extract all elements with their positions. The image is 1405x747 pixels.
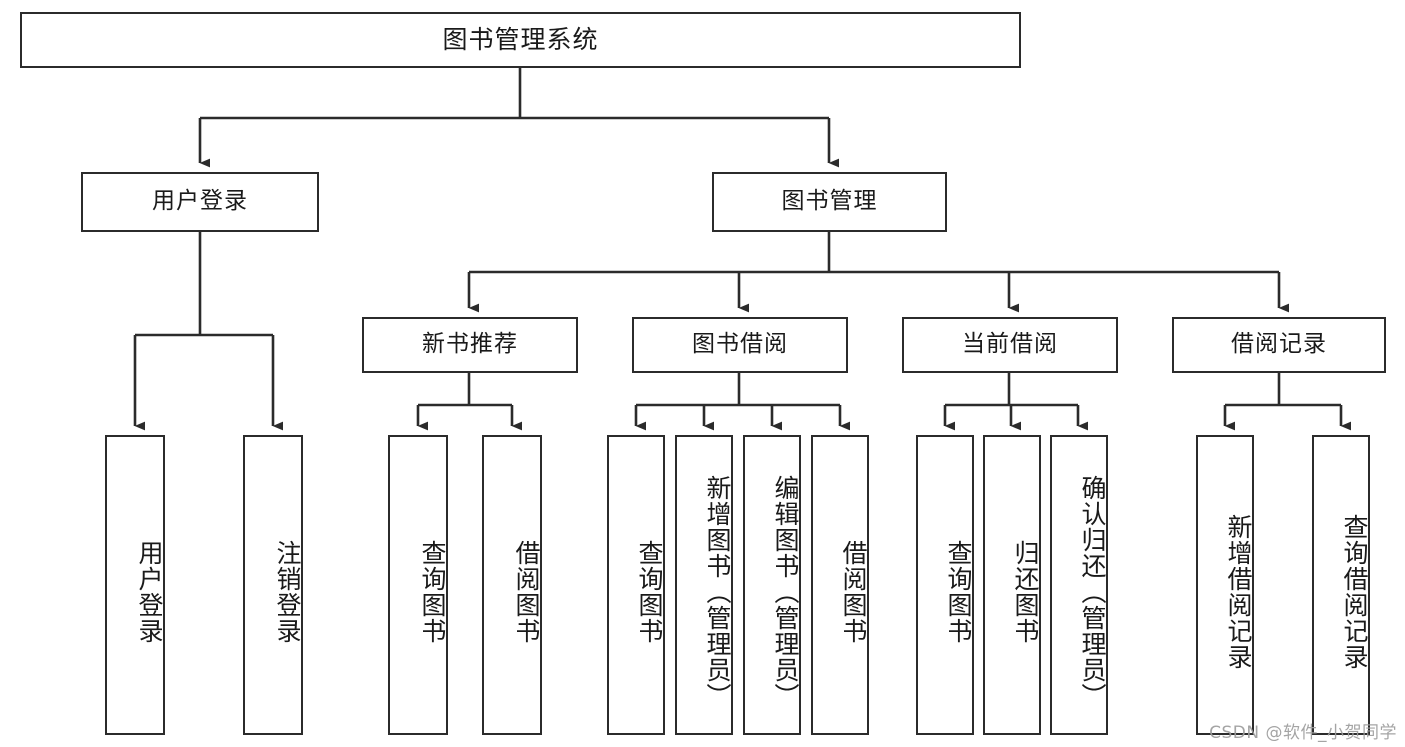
leaf-label: 编辑图书（管理员）	[771, 475, 800, 709]
leaf-confirm-return-admin[interactable]: 确认归还（管理员）	[1050, 435, 1108, 735]
leaf-logout[interactable]: 注销登录	[243, 435, 303, 735]
node-borrow-record[interactable]: 借阅记录	[1172, 317, 1386, 373]
leaf-label: 借阅图书	[839, 540, 868, 644]
node-current-borrow[interactable]: 当前借阅	[902, 317, 1118, 373]
leaf-label: 新增借阅记录	[1224, 514, 1253, 670]
leaf-label: 用户登录	[135, 540, 164, 644]
leaf-borrow-book[interactable]: 借阅图书	[811, 435, 869, 735]
leaf-user-login[interactable]: 用户登录	[105, 435, 165, 735]
node-book-manage[interactable]: 图书管理	[712, 172, 947, 232]
leaf-return-book[interactable]: 归还图书	[983, 435, 1041, 735]
leaf-query-book-borrow[interactable]: 查询图书	[607, 435, 665, 735]
leaf-label: 查询图书	[635, 540, 664, 644]
leaf-label: 查询图书	[944, 540, 973, 644]
leaf-label: 归还图书	[1011, 540, 1040, 644]
leaf-borrow-book-new-book[interactable]: 借阅图书	[482, 435, 542, 735]
leaf-query-borrow-record[interactable]: 查询借阅记录	[1312, 435, 1370, 735]
csdn-watermark: CSDN @软件_小贺同学	[1209, 723, 1397, 743]
node-root-system[interactable]: 图书管理系统	[20, 12, 1021, 68]
node-user-login[interactable]: 用户登录	[81, 172, 319, 232]
leaf-add-borrow-record[interactable]: 新增借阅记录	[1196, 435, 1254, 735]
leaf-add-book-admin[interactable]: 新增图书（管理员）	[675, 435, 733, 735]
leaf-label: 注销登录	[273, 540, 302, 644]
node-book-borrow[interactable]: 图书借阅	[632, 317, 848, 373]
leaf-label: 新增图书（管理员）	[703, 475, 732, 709]
leaf-query-book-current[interactable]: 查询图书	[916, 435, 974, 735]
leaf-label: 确认归还（管理员）	[1078, 475, 1107, 709]
leaf-label: 查询借阅记录	[1340, 514, 1369, 670]
leaf-label: 查询图书	[418, 540, 447, 644]
leaf-query-book-new-book[interactable]: 查询图书	[388, 435, 448, 735]
node-new-book-recommendation[interactable]: 新书推荐	[362, 317, 578, 373]
leaf-label: 借阅图书	[512, 540, 541, 644]
leaf-edit-book-admin[interactable]: 编辑图书（管理员）	[743, 435, 801, 735]
